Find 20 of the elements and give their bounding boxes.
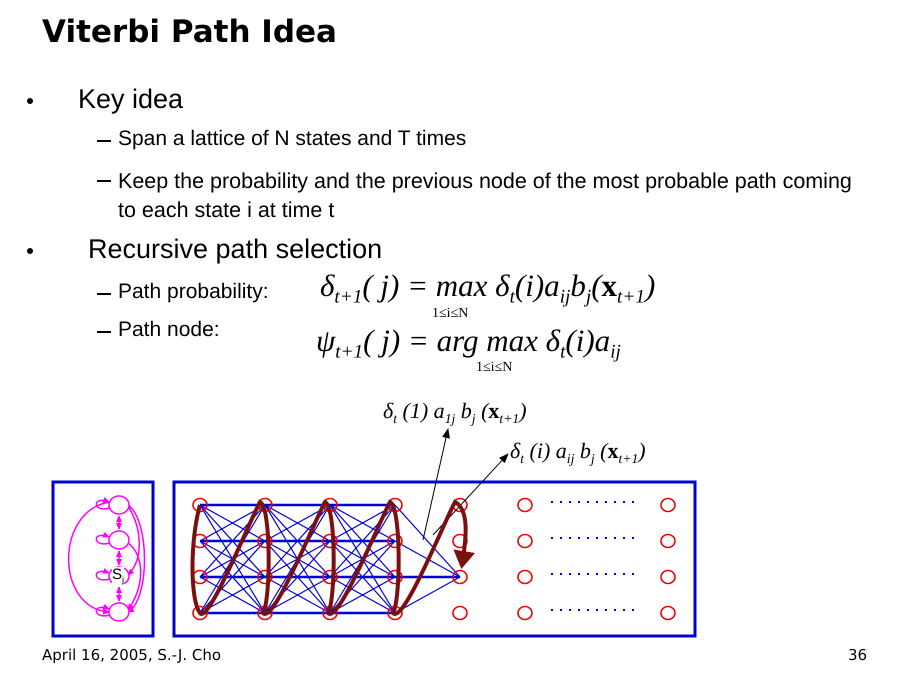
sub-bullet-text: Span a lattice of N states and T times — [118, 127, 466, 151]
bullet-text: Recursive path selection — [88, 234, 382, 265]
formula: δ$_{t+1}$( j) = max δ$_{t}$(i)a$_{ij}$b$_{j}$(x$_{t+1}$) — [320, 268, 656, 308]
leader-arrow — [422, 428, 450, 540]
sub-bullet-text: Keep the probability and the previous node of the most probable path coming to each state i at time t — [118, 168, 853, 224]
leader-arrow — [432, 453, 509, 536]
trellis-drawing — [192, 498, 676, 620]
footer-text: 36 — [848, 646, 868, 664]
formula: ψ$_{t+1}$( j) = arg max δ$_{t}$(i)a$_{ij}$ — [316, 323, 621, 363]
path-arrow — [190, 500, 476, 615]
state-label: S$_{j}$ — [112, 567, 124, 588]
footer-text: April 16, 2005, S.-J. Cho — [42, 646, 222, 664]
formula: δ$_{t}$ (1) a$_{1j}$ b$_{j}$ (x$_{t+1}$) — [383, 398, 527, 427]
bullet-text: Key idea — [78, 84, 184, 115]
formula: δ$_{t}$ (i) a$_{ij}$ b$_{j}$ (x$_{t+1}$) — [510, 438, 646, 467]
index-range: 1≤i≤N — [476, 360, 512, 376]
sub-bullet-text: Path node: — [118, 318, 220, 342]
slide-title: Viterbi Path Idea — [42, 14, 337, 50]
sub-bullet-text: Path probability: — [118, 280, 269, 304]
index-range: 1≤i≤N — [432, 306, 468, 322]
